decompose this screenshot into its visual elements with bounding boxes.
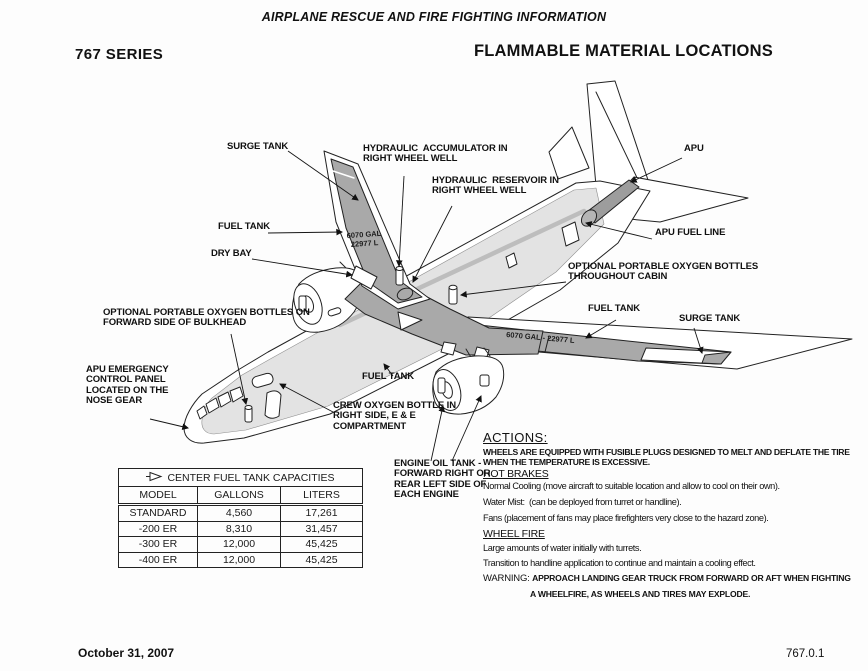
callout-apu-fuel-line: APU FUEL LINE xyxy=(655,227,726,238)
forward-door xyxy=(264,390,282,419)
footer-date: October 31, 2007 xyxy=(78,646,175,660)
vertical-stabilizer xyxy=(586,80,652,190)
hydraulic-accumulator xyxy=(395,266,404,286)
footer-doc-number: 767.0.1 xyxy=(786,648,825,660)
leader-lines xyxy=(149,150,704,462)
warning-line-2: A WHEELFIRE, AS WHEELS AND TIRES MAY EXP… xyxy=(530,589,751,599)
series-title: 767 SERIES xyxy=(75,46,164,63)
engine-left-oil-tank xyxy=(298,295,307,312)
wheel-fire-line: Transition to handline application to co… xyxy=(483,558,756,568)
callout-fuel-tank-right-wing: FUEL TANK xyxy=(588,303,641,314)
center-tank-triangle-marker xyxy=(397,311,423,331)
warning-label: WARNING: xyxy=(483,573,530,584)
engine-right xyxy=(432,347,505,415)
engine-left xyxy=(291,255,366,333)
col-liters: LITERS xyxy=(279,486,364,506)
callout-fuel-tank-center: FUEL TANK xyxy=(362,371,415,382)
callout-fuel-tank-left-wing: FUEL TANK xyxy=(218,221,271,232)
col-model: MODEL xyxy=(118,486,198,506)
table-row: -300 ER 12,000 45,425 xyxy=(118,536,364,553)
actions-title: ACTIONS: xyxy=(483,430,548,445)
callout-crew-oxygen-bottle: CREW OXYGEN BOTTLE IN RIGHT SIDE, E & E … xyxy=(333,400,456,432)
table-row: -200 ER 8,310 31,457 xyxy=(118,520,364,537)
callout-apu: APU xyxy=(684,143,704,154)
effectivity-flag-icon xyxy=(146,471,163,485)
warning-line: WARNING: APPROACH LANDING GEAR TRUCK FRO… xyxy=(483,573,851,584)
col-gallons: GALLONS xyxy=(197,486,281,506)
fuel-table-title: CENTER FUEL TANK CAPACITIES xyxy=(167,471,335,484)
left-wing-surge-tank xyxy=(329,169,355,179)
aft-door xyxy=(561,221,580,247)
engine-oil-tank-rear xyxy=(479,374,490,387)
callout-hydraulic-accumulator: HYDRAULIC ACCUMULATOR IN RIGHT WHEEL WEL… xyxy=(363,143,508,165)
fuel-capacity-table: CENTER FUEL TANK CAPACITIES MODEL GALLON… xyxy=(117,468,364,568)
callout-dry-bay: DRY BAY xyxy=(211,248,252,259)
callout-engine-oil-tank: ENGINE OIL TANK - FORWARD RIGHT OR REAR … xyxy=(394,458,491,501)
cockpit-windows xyxy=(196,386,244,420)
callout-hydraulic-reservoir: HYDRAULIC RESERVOIR IN RIGHT WHEEL WELL xyxy=(432,175,559,197)
hot-brakes-line: Water Mist: (can be deployed from turret… xyxy=(483,497,682,507)
callout-apu-emergency-panel: APU EMERGENCY CONTROL PANEL LOCATED ON T… xyxy=(86,364,169,407)
table-row: STANDARD 4,560 17,261 xyxy=(118,504,364,522)
document-title: AIRPLANE RESCUE AND FIRE FIGHTING INFORM… xyxy=(261,10,607,24)
left-wing-capacity-label: 6070 GAL 22977 L xyxy=(346,228,382,249)
callout-surge-tank-left: SURGE TANK xyxy=(227,141,289,152)
hot-brakes-heading: HOT BRAKES xyxy=(483,468,549,480)
cabin-oxygen-bottle xyxy=(448,284,458,305)
warning-text: APPROACH LANDING GEAR TRUCK FROM FORWARD… xyxy=(532,573,851,583)
hot-brakes-line: Normal Cooling (move aircraft to suitabl… xyxy=(483,481,780,491)
crew-oxygen-bottle xyxy=(251,372,274,388)
aft-window xyxy=(505,252,518,269)
fuel-table-title-row: CENTER FUEL TANK CAPACITIES xyxy=(117,468,364,487)
bulkhead-oxygen-bottle xyxy=(244,405,253,423)
actions-intro: WHEELS ARE EQUIPPED WITH FUSIBLE PLUGS D… xyxy=(483,447,850,468)
callout-oxygen-bottles-bulkhead: OPTIONAL PORTABLE OXYGEN BOTTLES ON FORW… xyxy=(103,307,310,329)
callout-oxygen-bottles-cabin: OPTIONAL PORTABLE OXYGEN BOTTLES THROUGH… xyxy=(568,261,759,283)
wheel-fire-line: Large amounts of water initially with tu… xyxy=(483,543,642,553)
fuel-table-header-row: MODEL GALLONS LITERS xyxy=(118,486,364,506)
table-row: -400 ER 12,000 45,425 xyxy=(118,551,364,568)
hydraulic-reservoir xyxy=(396,287,414,301)
wheel-fire-heading: WHEEL FIRE xyxy=(483,528,545,540)
callout-surge-tank-right: SURGE TANK xyxy=(679,313,741,324)
engine-oil-tank-forward xyxy=(437,377,446,394)
left-horizontal-stabilizer xyxy=(548,126,590,180)
page-title: FLAMMABLE MATERIAL LOCATIONS xyxy=(474,42,773,60)
hot-brakes-line: Fans (placement of fans may place firefi… xyxy=(483,513,769,523)
